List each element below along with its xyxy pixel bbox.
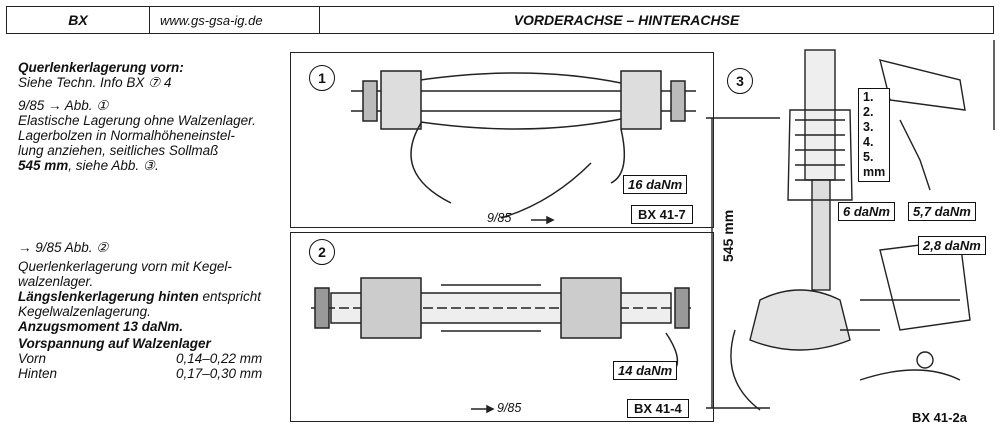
- figure-1-number: 1: [309, 65, 335, 91]
- figure-2-ref: BX 41-4: [627, 399, 689, 418]
- para3-line-a: Längslenkerlagerung hinten entspricht: [18, 289, 262, 304]
- list-item: 2.: [863, 105, 874, 119]
- figure-1-date: 9/85: [487, 211, 512, 225]
- figure-3-ref: BX 41-2a: [912, 410, 967, 425]
- list-item: 1.: [863, 90, 874, 104]
- figure-3-torque-a: 6 daNm: [838, 202, 895, 221]
- preload-row-front: Vorn 0,14–0,22 mm: [18, 351, 263, 366]
- para1-line-d: 545 mm, siehe Abb. ③.: [18, 158, 159, 173]
- figure-3-list: 1. 2. 3. 4. 5. mm: [858, 88, 891, 182]
- figure-2-number: 2: [309, 239, 335, 265]
- figure-2-drawing: [311, 277, 691, 414]
- torque-line: Anzugsmoment 13 daNm.: [18, 319, 184, 334]
- para3-line-b: Kegelwalzenlagerung.: [18, 304, 151, 319]
- figure-1-frame: 1 16 daNm 9/85 BX 41-7: [290, 52, 714, 228]
- preload-heading: Vorspannung auf Walzenlager: [18, 336, 211, 351]
- info-reference: Siehe Techn. Info BX ⑦ 4: [18, 75, 172, 90]
- page-title: VORDERACHSE – HINTERACHSE: [513, 12, 740, 28]
- model-cell: BX: [7, 7, 150, 33]
- figure-1-torque: 16 daNm: [623, 175, 688, 194]
- figure-3-number: 3: [727, 68, 753, 94]
- preload-row-rear: Hinten 0,17–0,30 mm: [18, 366, 263, 381]
- list-item: 5.: [863, 150, 874, 164]
- date-line-2: → 9/85 Abb. ②: [18, 240, 109, 255]
- figure-3-torque-b: 5,7 daNm: [908, 202, 976, 221]
- figure-1-ref: BX 41-7: [631, 205, 693, 224]
- figure-3-dimension: 545 mm: [720, 209, 736, 262]
- figure-1-drawing: [351, 70, 696, 225]
- list-item: 3.: [863, 120, 874, 134]
- figure-2-date: 9/85: [497, 401, 522, 415]
- list-item: 4.: [863, 135, 874, 149]
- date-line-1: 9/85 → Abb. ①: [18, 98, 109, 113]
- text-block-top: Querlenkerlagerung vorn: Siehe Techn. In…: [18, 60, 288, 173]
- text-block-bottom: → 9/85 Abb. ② Querlenkerlagerung vorn mi…: [18, 240, 288, 381]
- para1-line-a: Elastische Lagerung ohne Walzenlager.: [18, 113, 256, 128]
- heading-front-bearing: Querlenkerlagerung vorn:: [18, 60, 184, 75]
- list-unit: mm: [863, 165, 886, 179]
- para2-line-a: Querlenkerlagerung vorn mit Kegel-: [18, 259, 232, 274]
- figure-3-torque-c: 2,8 daNm: [918, 236, 986, 255]
- url-cell: www.gs-gsa-ig.de: [150, 7, 320, 33]
- figure-2-frame: 2 14 daNm 9/85 BX 41-4: [290, 232, 714, 422]
- figure-2-torque: 14 daNm: [613, 361, 678, 380]
- para1-line-c: lung anziehen, seitliches Sollmaß: [18, 143, 219, 158]
- para2-line-b: walzenlager.: [18, 274, 94, 289]
- nominal-dimension: 545 mm: [18, 158, 69, 173]
- header-bar: BX www.gs-gsa-ig.de VORDERACHSE – HINTER…: [6, 6, 994, 34]
- para1-line-b: Lagerbolzen in Normalhöheneinstel-: [18, 128, 235, 143]
